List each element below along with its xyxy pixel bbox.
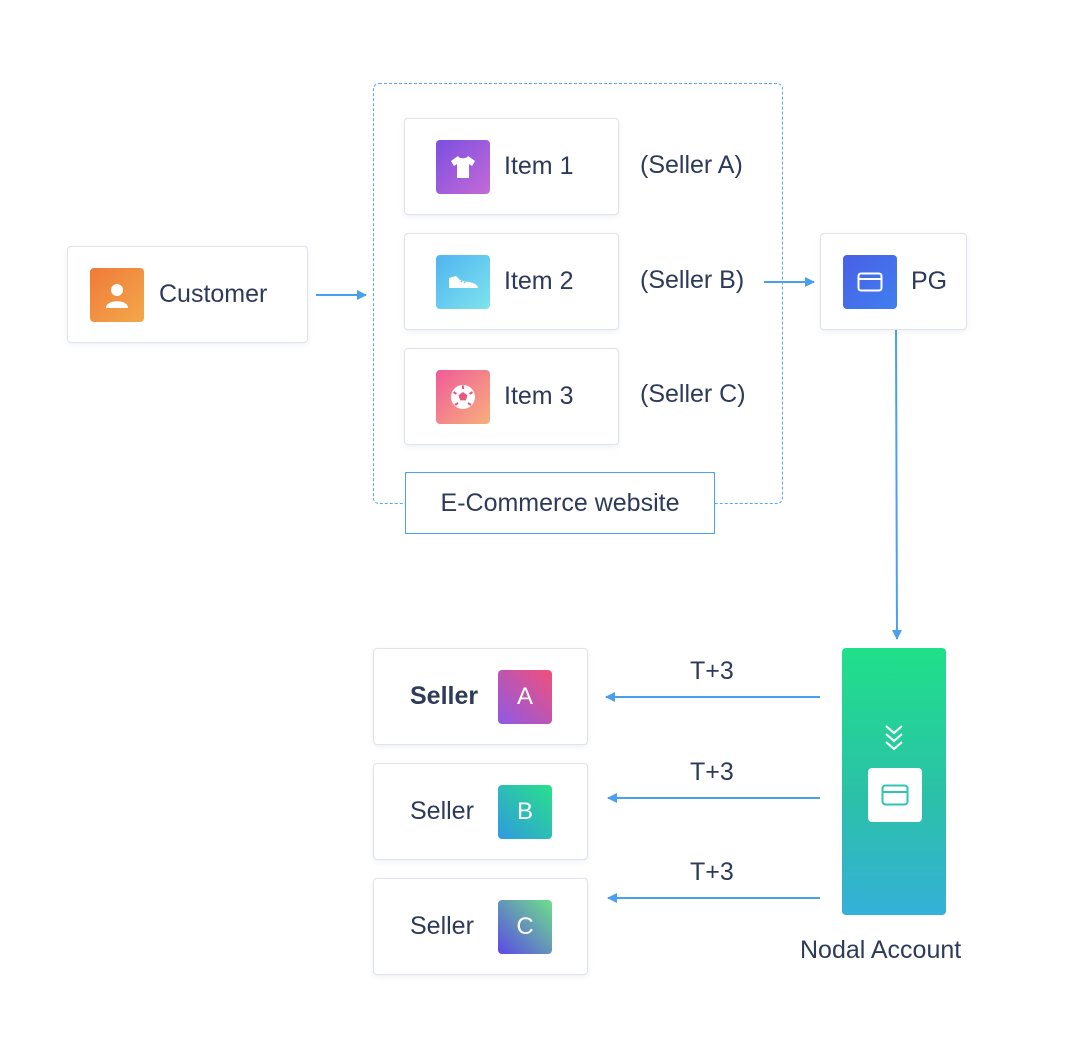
- seller-b-label: Seller: [410, 797, 474, 825]
- nodal-account-label: Nodal Account: [800, 936, 962, 964]
- item-3-seller: (Seller C): [640, 380, 746, 408]
- seller-b-badge: B: [498, 785, 552, 839]
- item-2-seller: (Seller B): [640, 266, 745, 294]
- pg-label: PG: [911, 267, 948, 295]
- sneaker-icon: [436, 255, 490, 309]
- seller-b-letter: B: [516, 798, 533, 825]
- customer-label: Customer: [159, 280, 268, 308]
- seller-a-label: Seller: [410, 682, 479, 710]
- seller-c-node: Seller C: [373, 878, 588, 975]
- transfer-label-c: T+3: [690, 858, 734, 886]
- seller-a-badge: A: [498, 670, 552, 724]
- seller-c-badge: C: [498, 900, 552, 954]
- ecommerce-website-label: E-Commerce website: [405, 472, 715, 534]
- person-icon: [90, 268, 144, 322]
- item-1-node: Item 1: [404, 118, 619, 215]
- seller-c-label: Seller: [410, 912, 474, 940]
- item-3-node: Item 3: [404, 348, 619, 445]
- card-icon: [868, 768, 922, 822]
- seller-b-node: Seller B: [373, 763, 588, 860]
- pg-node: PG: [820, 233, 967, 330]
- seller-a-node: Seller A: [373, 648, 588, 745]
- transfer-label-b: T+3: [690, 758, 734, 786]
- customer-node: Customer: [67, 246, 308, 343]
- item-2-node: Item 2: [404, 233, 619, 330]
- card-icon: [843, 255, 897, 309]
- item-1-seller: (Seller A): [640, 151, 743, 179]
- tshirt-icon: [436, 140, 490, 194]
- soccer-ball-icon: [436, 370, 490, 424]
- item-1-label: Item 1: [504, 152, 574, 180]
- chevrons-down-icon: [885, 725, 903, 751]
- transfer-label-a: T+3: [690, 657, 734, 685]
- item-2-label: Item 2: [504, 267, 574, 295]
- pg-to-nodal-arrow: [891, 329, 902, 640]
- item-3-label: Item 3: [504, 382, 574, 410]
- seller-c-letter: C: [516, 913, 534, 940]
- nodal-account-node: [842, 648, 946, 915]
- seller-a-letter: A: [516, 683, 533, 710]
